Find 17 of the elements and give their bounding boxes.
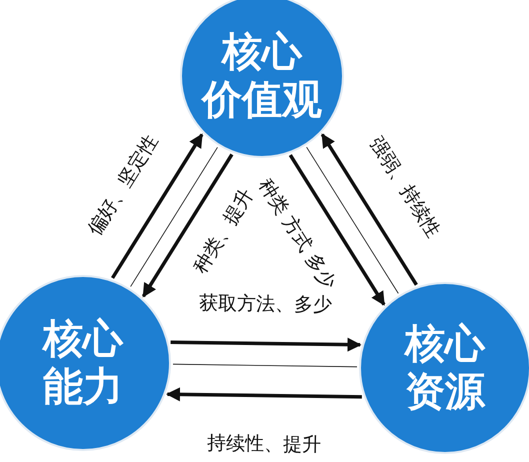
arrow (320, 133, 418, 286)
arrow (170, 338, 362, 352)
node-title: 核心 (222, 28, 302, 76)
node-title: 核心 (405, 320, 485, 368)
connector-line (172, 364, 358, 368)
connector-line (306, 146, 399, 294)
edge-label: 持续性、提升 (204, 432, 324, 456)
node-title: 核心 (43, 315, 123, 363)
arrow (111, 133, 204, 279)
arrow (288, 154, 386, 306)
arrow (166, 387, 362, 402)
edge-label: 获取方法、多少 (197, 292, 335, 316)
node-title: 价值观 (202, 76, 322, 124)
arrow (142, 153, 234, 298)
node-title: 能力 (43, 363, 123, 411)
connector-line (130, 146, 218, 287)
node-title: 资源 (405, 368, 485, 416)
